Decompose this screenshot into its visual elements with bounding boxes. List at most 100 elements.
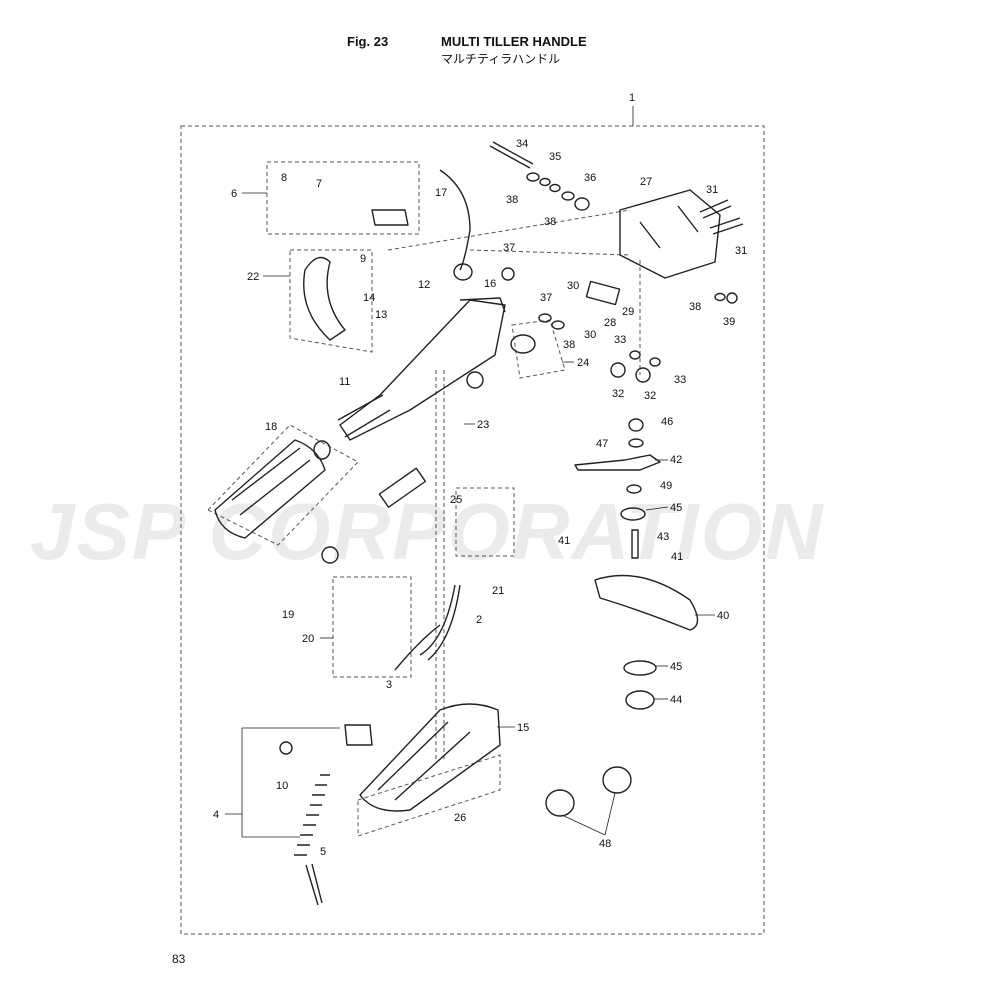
callout-29: 29	[622, 306, 634, 318]
callout-44: 44	[670, 694, 682, 706]
cable-2	[419, 584, 461, 661]
grommet-16	[453, 263, 473, 281]
washer-33-b	[649, 357, 661, 367]
callout-35: 35	[549, 151, 561, 163]
callout-21: 21	[492, 585, 504, 597]
cap-37-a	[501, 267, 515, 281]
callout-10: 10	[276, 780, 288, 792]
washer-38-e	[714, 292, 726, 302]
lock-plate-10	[279, 741, 293, 755]
group-box-21	[455, 487, 515, 557]
callout-36: 36	[584, 172, 596, 184]
group-box-20	[332, 576, 412, 678]
callout-41b: 41	[671, 551, 683, 563]
washer-45-a	[620, 507, 646, 521]
throttle-shaft	[337, 394, 391, 438]
callout-8: 8	[281, 172, 287, 184]
callout-12: 12	[418, 279, 430, 291]
callout-13: 13	[375, 309, 387, 321]
callout-26: 26	[454, 812, 466, 824]
bushing-roller	[466, 371, 484, 389]
washer-38-d	[551, 320, 565, 330]
group-box-24	[511, 319, 566, 379]
assembly-boundary	[180, 125, 765, 935]
pin-43	[631, 529, 639, 559]
washer-38-c	[538, 313, 552, 323]
callout-22: 22	[247, 271, 259, 283]
washer-45-b	[623, 660, 657, 676]
cable-holder-19	[321, 546, 339, 564]
callout-46: 46	[661, 416, 673, 428]
callout-39: 39	[723, 316, 735, 328]
figure-title: MULTI TILLER HANDLE	[441, 34, 587, 49]
callout-16: 16	[484, 278, 496, 290]
boundary-guide-1	[387, 209, 631, 251]
friction-lever-42	[574, 454, 661, 471]
nut-32-b	[635, 367, 651, 383]
callout-5: 5	[320, 846, 326, 858]
callout-38d: 38	[689, 301, 701, 313]
callout-45b: 45	[670, 661, 682, 673]
shift-lever	[303, 256, 346, 341]
lanyard-coil	[294, 774, 330, 856]
figure-subtitle-japanese: マルチティラハンドル	[441, 52, 561, 66]
callout-25: 25	[450, 494, 462, 506]
callout-47: 47	[596, 438, 608, 450]
callout-11: 11	[339, 376, 350, 388]
bracket-detail	[639, 205, 699, 249]
nut-32-a	[610, 362, 626, 378]
group-box-22	[289, 249, 373, 353]
callout-27: 27	[640, 176, 652, 188]
callout-38a: 38	[506, 194, 518, 206]
plate-28	[585, 280, 621, 306]
callout-45a: 45	[670, 502, 682, 514]
bracket-body	[619, 189, 721, 279]
callout-38b: 38	[544, 216, 556, 228]
callout-2: 2	[476, 614, 482, 626]
callout-19: 19	[282, 609, 294, 621]
washer-35-a	[539, 177, 551, 187]
callout-34: 34	[516, 138, 528, 150]
bolt-34	[489, 141, 534, 169]
leader-48b	[604, 792, 616, 836]
callout-32a: 32	[612, 388, 624, 400]
callout-7: 7	[316, 178, 322, 190]
callout-42: 42	[670, 454, 682, 466]
tiller-arm	[339, 299, 506, 441]
washer-33-a	[629, 350, 641, 360]
callout-33b: 33	[674, 374, 686, 386]
washer-35-b	[549, 183, 561, 193]
callout-48: 48	[599, 838, 611, 850]
callout-49: 49	[660, 480, 672, 492]
callout-14: 14	[363, 292, 375, 304]
leader-4	[241, 727, 340, 838]
group-box-26	[357, 754, 501, 837]
callout-32b: 32	[644, 390, 656, 402]
sleeve-48-b	[602, 766, 632, 794]
callout-17: 17	[435, 187, 447, 199]
grip-end-cap	[313, 440, 331, 460]
leader-45a	[645, 506, 669, 511]
cable-3	[394, 624, 441, 671]
washer-38-b	[561, 191, 575, 201]
figure-number: Fig. 23	[347, 34, 389, 49]
handle-grip-ridge	[231, 447, 311, 516]
boundary-guide-2	[469, 249, 631, 256]
group-box-6	[266, 161, 420, 235]
callout-31a: 31	[706, 184, 718, 196]
callout-24: 24	[577, 357, 589, 369]
washer-47	[628, 438, 644, 448]
callout-3: 3	[386, 679, 392, 691]
callout-18: 18	[265, 421, 277, 433]
callout-9: 9	[360, 253, 366, 265]
callout-28: 28	[604, 317, 616, 329]
nut-39	[726, 292, 738, 304]
nut-46	[628, 418, 644, 432]
base-housing-15	[359, 703, 501, 812]
switch-assembly-6	[371, 209, 409, 226]
group-box-18	[207, 424, 359, 546]
page-number: 83	[172, 952, 186, 966]
washer-49	[626, 484, 642, 494]
callout-15: 15	[517, 722, 529, 734]
